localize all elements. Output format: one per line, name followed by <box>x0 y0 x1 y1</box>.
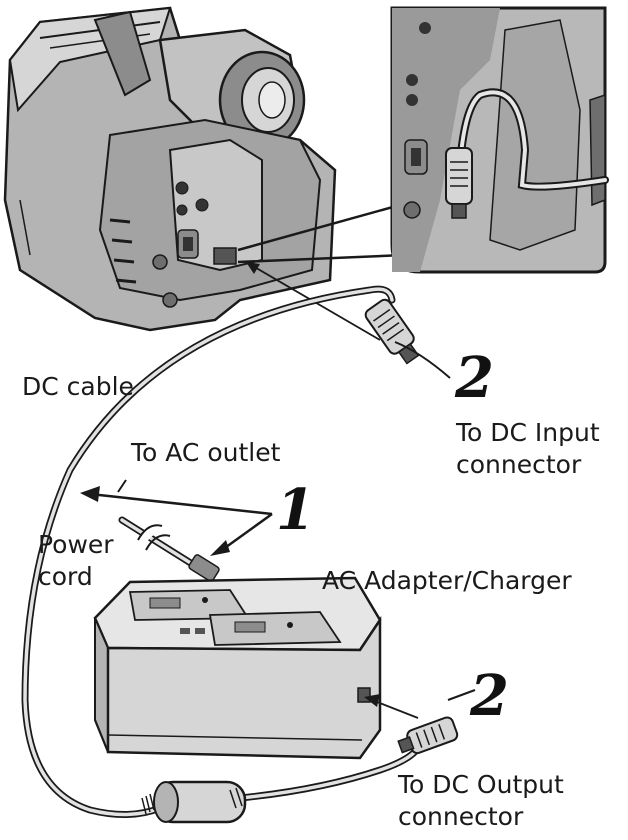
ac-adapter-illustration <box>93 576 382 760</box>
ac-adapter-charger-label: AC Adapter/Charger <box>322 566 572 595</box>
dc-cable <box>21 261 422 819</box>
power-cord <box>118 516 220 582</box>
output-plug <box>364 689 476 755</box>
jack-closeup-inset <box>237 6 609 274</box>
to-dc-input-label: To DC Input <box>456 418 600 447</box>
cord-label: cord <box>38 562 93 591</box>
step-2-input-leader <box>394 341 451 379</box>
to-dc-output-connector-label: connector <box>398 802 524 831</box>
ferrite-core <box>141 780 247 824</box>
to-ac-outlet-label: To AC outlet <box>131 438 281 467</box>
camcorder-illustration <box>3 6 337 332</box>
power-label: Power <box>38 530 114 559</box>
step-2-input-number: 2 <box>455 345 494 411</box>
step-1-arrows <box>80 479 273 556</box>
to-dc-input-connector-label: connector <box>456 450 582 479</box>
step-2-output-number: 2 <box>470 663 509 729</box>
dc-cable-label: DC cable <box>22 372 134 401</box>
to-dc-output-label: To DC Output <box>398 770 564 799</box>
step-1-number: 1 <box>276 477 315 543</box>
